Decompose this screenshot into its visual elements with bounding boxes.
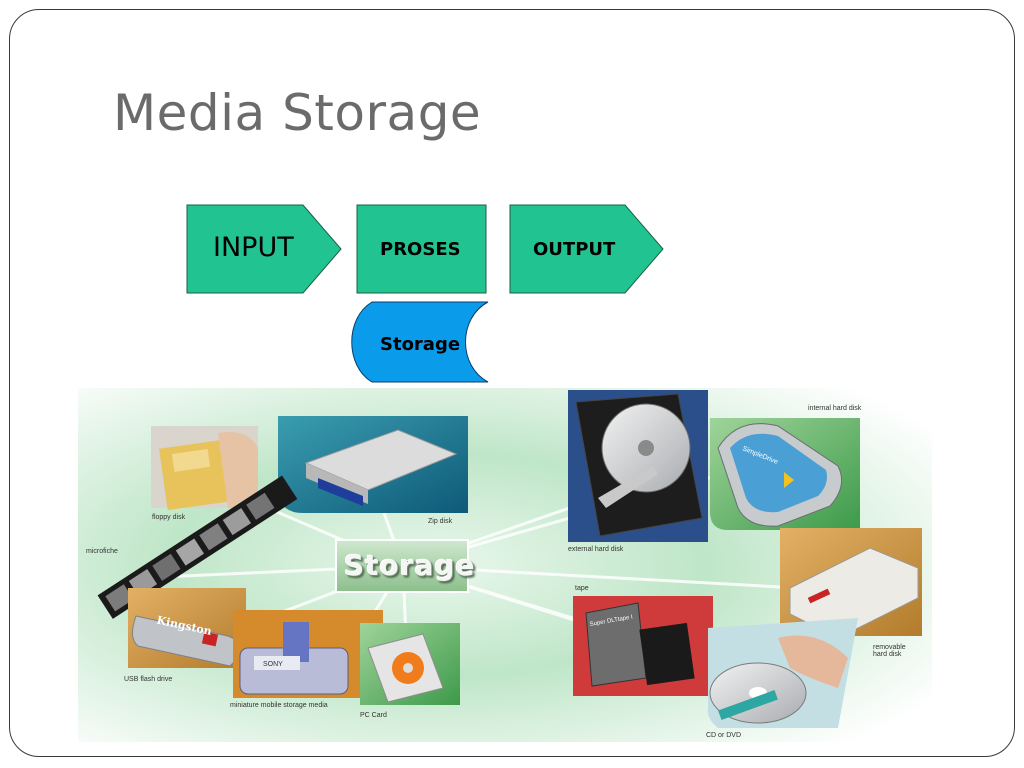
cd-dvd-photo — [707, 618, 858, 728]
removable-hard-disk-photo — [780, 528, 922, 639]
storage-label: Storage — [380, 334, 461, 355]
caption-tape: tape — [575, 585, 589, 592]
caption-usb-flash-drive: USB flash drive — [124, 676, 173, 683]
caption-miniature-mobile-storage: miniature mobile storage media — [230, 702, 328, 709]
output-label: OUTPUT — [533, 239, 616, 260]
usb-drive-photo: Kingston — [128, 588, 246, 668]
caption-external-hard-disk: external hard disk — [568, 546, 624, 553]
tape-photo: Super DLTtape I — [573, 596, 713, 696]
storage-media-illustration: Kingston SONY — [78, 388, 932, 742]
caption-zip-disk: Zip disk — [428, 518, 453, 525]
mobile-storage-photo: SONY — [233, 610, 383, 698]
output-arrow-shape — [509, 204, 664, 294]
storage-hub-label: Storage — [344, 549, 476, 582]
caption-cd-dvd: CD or DVD — [706, 732, 742, 739]
floppy-disk-photo — [151, 426, 258, 511]
internal-hard-disk-photo: SimpleDrive — [710, 418, 860, 530]
microfiche-strip — [97, 475, 298, 619]
caption-pc-card: PC Card — [360, 712, 387, 719]
illustration-art: Kingston SONY — [78, 388, 932, 742]
caption-internal-hard-disk: internal hard disk — [808, 405, 862, 412]
flow-diagram: INPUT PROSES OUTPUT Storage — [186, 204, 664, 383]
zip-disk-photo — [278, 416, 468, 513]
storage-hub — [335, 539, 469, 593]
input-label: INPUT — [213, 232, 294, 263]
slide-title: Media Storage — [113, 84, 482, 142]
pc-card-photo — [360, 623, 460, 705]
process-box-shape — [356, 204, 487, 294]
storage-shape — [351, 301, 489, 383]
flow-shapes — [186, 204, 664, 383]
process-label: PROSES — [380, 239, 461, 260]
mobile-brand-text: SONY — [263, 661, 283, 668]
caption-floppy-disk: floppy disk — [152, 514, 186, 521]
external-hard-disk-photo — [568, 390, 708, 542]
caption-microfiche: microfiche — [86, 548, 118, 555]
caption-removable-hard-disk: removable hard disk — [873, 644, 906, 658]
input-arrow-shape — [186, 204, 342, 294]
